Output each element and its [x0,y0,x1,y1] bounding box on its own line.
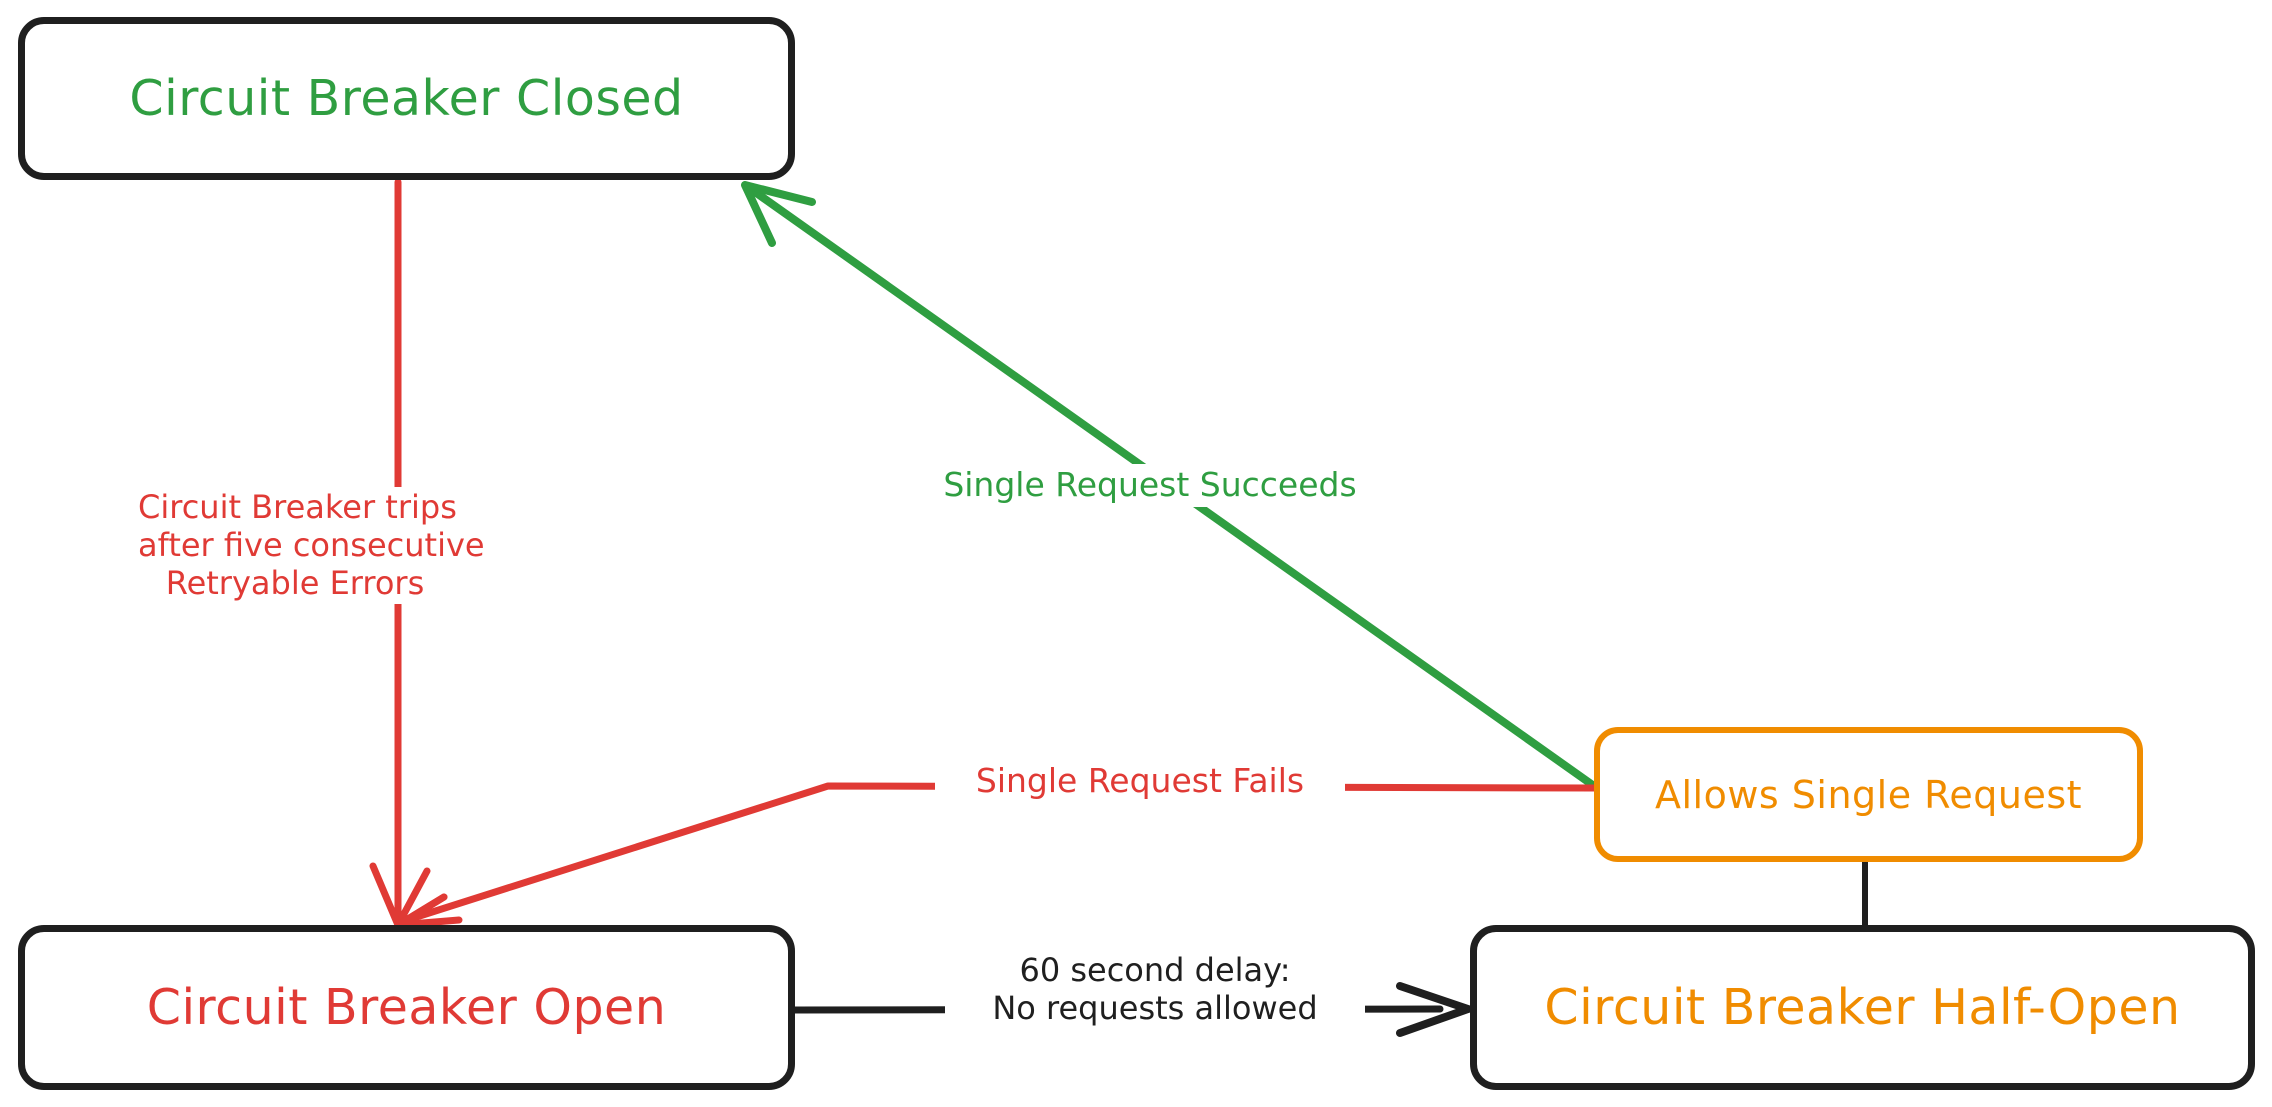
node-label-allows: Allows Single Request [1654,772,2083,817]
edge-label-closed-to-open: Circuit Breaker trips after five consecu… [130,487,485,605]
edge-allows-to-open [394,782,1598,929]
node-label-halfopen: Circuit Breaker Half-Open [1544,979,2181,1036]
edge-label-allows-to-closed: Single Request Succeeds [905,464,1395,507]
node-label-closed: Circuit Breaker Closed [129,70,684,127]
edge-label-allows-to-open: Single Request Fails [935,760,1345,803]
node-label-open: Circuit Breaker Open [146,979,667,1036]
node-circuit-breaker-closed[interactable]: Circuit Breaker Closed [18,17,795,180]
node-allows-single-request[interactable]: Allows Single Request [1594,727,2143,862]
node-circuit-breaker-half-open[interactable]: Circuit Breaker Half-Open [1470,925,2255,1090]
node-circuit-breaker-open[interactable]: Circuit Breaker Open [18,925,795,1090]
edge-label-open-to-halfopen: 60 second delay: No requests allowed [945,950,1365,1030]
